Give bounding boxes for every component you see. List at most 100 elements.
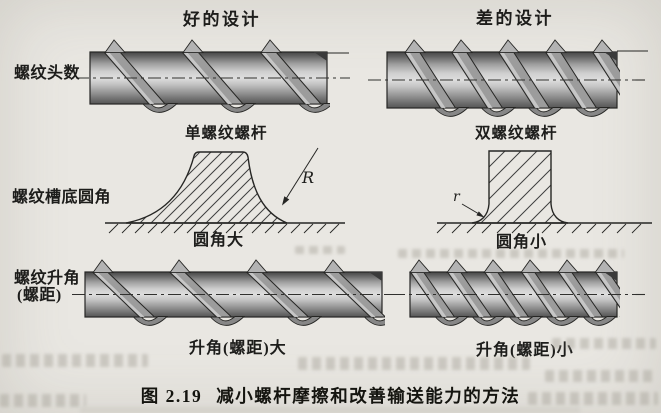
row-label-helix-angle-line1: 螺纹升角 <box>14 270 81 287</box>
bleedthrough-smudge <box>295 246 345 254</box>
flight-edge-highlight <box>593 52 620 94</box>
ground-hatch-tick <box>290 223 301 234</box>
flight-loop <box>434 316 470 326</box>
good-design-title: 好的设计 <box>183 10 261 29</box>
flight-edge-highlight <box>93 272 145 317</box>
single-thread-profile-outline <box>125 151 288 224</box>
ground-hatch-tick <box>225 223 236 234</box>
radius-R-symbol: R <box>302 168 315 187</box>
flight-peak <box>104 39 126 54</box>
ground-hatch-tick <box>541 223 552 234</box>
ground-hatch-tick <box>511 223 522 234</box>
small-pitch-caption: 升角(螺距)小 <box>476 342 574 359</box>
figure-title: 减小螺杆摩擦和改善输送能力的方法 <box>216 386 521 406</box>
flight-peak <box>182 39 204 54</box>
ground-hatch-tick <box>616 223 627 234</box>
ground-hatch-tick <box>496 223 507 234</box>
bleedthrough-smudge <box>398 249 624 258</box>
shaft-end-chamfer <box>369 272 382 281</box>
flight-edge-highlight <box>596 272 620 307</box>
radius-r-leader <box>461 203 480 215</box>
ground-hatch-tick <box>264 223 275 234</box>
ground-hatch-tick <box>238 223 249 234</box>
bleedthrough-smudge <box>2 354 148 367</box>
scan-edge-shadow <box>80 407 580 413</box>
ground-hatch-tick <box>466 223 477 234</box>
bad-design-title: 差的设计 <box>476 9 554 28</box>
bleedthrough-smudge <box>528 392 658 405</box>
flight-peak <box>594 259 616 274</box>
ground-hatch-tick <box>277 223 288 234</box>
screw-bad-five-flights <box>368 39 657 117</box>
flight-loop <box>433 107 470 117</box>
ground-hatch-tick <box>586 223 597 234</box>
shaft-end-chamfer <box>604 272 617 281</box>
flight-peak <box>323 259 345 274</box>
flight-peak <box>592 39 614 54</box>
small-fillet-caption: 圆角小 <box>496 234 548 251</box>
flight-peak <box>446 259 468 274</box>
flight-peak <box>169 259 191 274</box>
flight-loop <box>286 316 323 326</box>
figure-number: 图 2.19 <box>140 386 203 406</box>
ground-hatch-tick <box>526 223 537 234</box>
flight-loop <box>623 108 657 117</box>
ground-hatch-tick <box>147 223 158 234</box>
row-label-groove-fillet: 螺纹槽底圆角 <box>12 189 112 206</box>
ground-hatch-tick <box>436 223 447 234</box>
double-thread-profile-outline <box>471 150 569 224</box>
flight-loop <box>508 316 544 326</box>
ground-hatch-tick <box>173 223 184 234</box>
flight-loop <box>582 316 618 326</box>
radius-R-arrowhead <box>282 196 290 206</box>
ground-hatch-tick <box>451 223 462 234</box>
flight-peak <box>409 259 431 274</box>
ground-hatch-tick <box>160 223 171 234</box>
flight-loop <box>480 107 517 117</box>
flight-loop <box>471 316 507 326</box>
screw-large-pitch <box>72 259 392 326</box>
single-thread-profile-hatch <box>126 152 287 223</box>
flight-loop <box>141 103 179 113</box>
bleedthrough-smudge <box>298 357 530 370</box>
ground-hatch-tick <box>316 223 327 234</box>
flight-loop <box>209 316 246 326</box>
screw-flights <box>102 39 330 113</box>
figure-caption: 图 2.19 减小螺杆摩擦和改善输送能力的方法 <box>0 383 661 408</box>
ground-hatch-tick <box>481 223 492 234</box>
ground-hatch-tick <box>556 223 567 234</box>
flight-loop <box>545 316 581 326</box>
flight-loop <box>297 103 330 113</box>
ground-hatch-tick <box>186 223 197 234</box>
large-pitch-caption: 升角(螺距)大 <box>189 340 287 357</box>
screw-flights <box>409 259 620 326</box>
flight-loop <box>527 107 564 117</box>
ground-hatch-tick <box>601 223 612 234</box>
flight-peak <box>483 259 505 274</box>
flight-peak <box>557 259 579 274</box>
ground-hatch-tick <box>251 223 262 234</box>
radius-r-arrowhead <box>476 211 485 218</box>
single-thread-title: 单螺纹螺杆 <box>185 125 268 142</box>
flight-loop <box>619 316 620 318</box>
screw-small-pitch <box>392 259 648 326</box>
ground-hatch-tick <box>108 223 119 234</box>
radius-r-symbol: r <box>453 189 460 205</box>
shaft-end-chamfer <box>314 52 327 61</box>
flight-peak <box>520 259 542 274</box>
row-label-thread-starts: 螺纹头数 <box>14 65 81 82</box>
flight-loop <box>574 107 611 117</box>
ground-hatch-tick <box>134 223 145 234</box>
radius-R-leader <box>284 147 319 201</box>
bleedthrough-smudge <box>545 370 657 382</box>
ground-hatch-tick <box>121 223 132 234</box>
row-label-helix-angle-line2: (螺距) <box>17 287 62 304</box>
bleedthrough-smudge <box>0 394 86 407</box>
ground-hatch-tick <box>303 223 314 234</box>
flight-peak <box>451 39 473 54</box>
flight-loop <box>132 316 169 326</box>
ground-hatch-tick <box>212 223 223 234</box>
flight-loop <box>363 316 385 326</box>
flight-peak <box>260 39 282 54</box>
